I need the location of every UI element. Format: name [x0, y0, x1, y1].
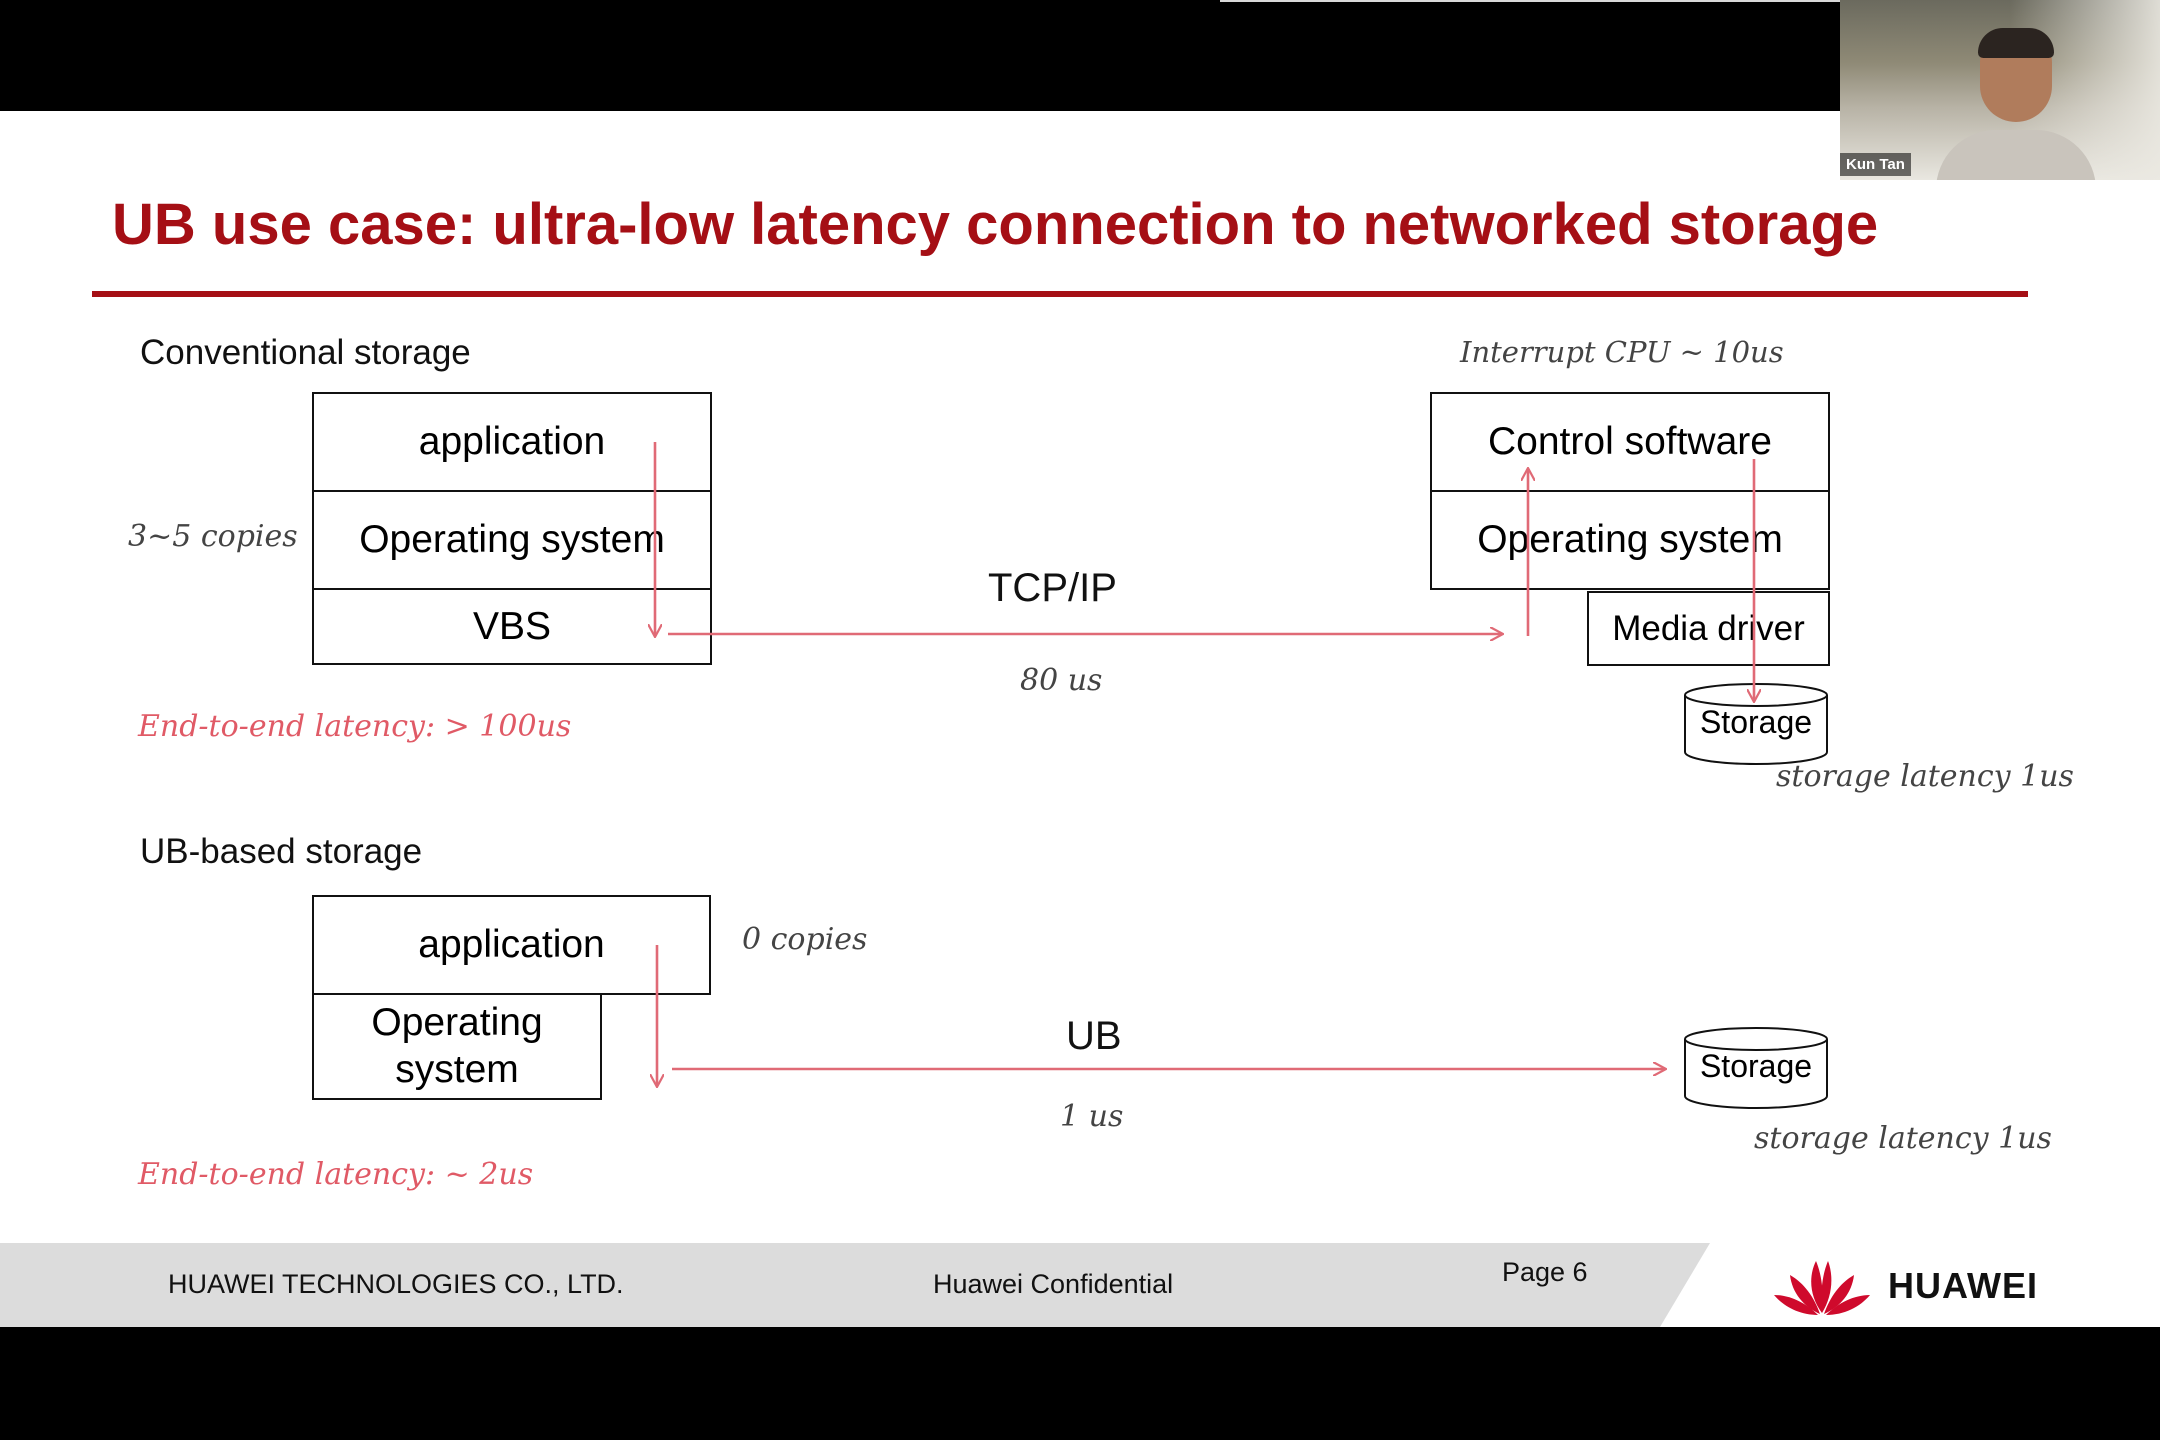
ub-end-to-end-latency: End-to-end latency: ~ 2us — [138, 1157, 534, 1192]
media-driver-label: Media driver — [1612, 608, 1805, 648]
footer-company: HUAWEI TECHNOLOGIES CO., LTD. — [168, 1269, 624, 1299]
ub-label: UB — [1066, 1014, 1122, 1058]
ub-application-label: application — [418, 923, 605, 966]
huawei-logo-text: HUAWEI — [1888, 1265, 2038, 1306]
footer-page-number: Page 6 — [1502, 1257, 1588, 1287]
client-application-label: application — [418, 420, 606, 463]
cylinder-icon — [1684, 1027, 1828, 1109]
annotation-arrows — [0, 442, 2160, 1327]
title-underline — [92, 291, 2028, 297]
zero-copies-note: 0 copies — [742, 922, 868, 957]
client-application-box: application — [312, 392, 712, 492]
share-border-line — [1220, 0, 1840, 2]
ub-os-box: Operating system — [312, 993, 602, 1100]
footer-confidential: Huawei Confidential — [933, 1269, 1174, 1299]
control-software-box: Control software — [1430, 392, 1830, 492]
client-os-box: Operating system — [312, 490, 712, 590]
copies-note: 3~5 copies — [128, 519, 298, 554]
conventional-storage-label: Storage — [1699, 704, 1813, 740]
conventional-storage-latency: storage latency 1us — [1776, 759, 2074, 794]
ub-os-label: Operating system — [371, 1000, 543, 1091]
ub-storage-label: Storage — [1699, 1048, 1813, 1084]
vbs-box: VBS — [312, 588, 712, 665]
screen-share-top-bar — [0, 0, 2160, 111]
tcpip-latency: 80 us — [1020, 663, 1103, 698]
participant-name-label: Kun Tan — [1840, 153, 1911, 176]
tcpip-label: TCP/IP — [988, 566, 1117, 610]
slide-footer: HUAWEI TECHNOLOGIES CO., LTD. Huawei Con… — [0, 1243, 2160, 1327]
ub-application-box: application — [312, 895, 711, 995]
conventional-heading: Conventional storage — [140, 333, 471, 372]
screen-share-bottom-bar — [0, 1327, 2160, 1440]
interrupt-note: Interrupt CPU ~ 10us — [1460, 335, 1784, 369]
media-driver-box: Media driver — [1587, 591, 1830, 666]
ub-storage-cylinder: Storage — [1683, 1026, 1829, 1111]
participant-hair — [1978, 28, 2054, 58]
client-os-label: Operating system — [359, 518, 665, 561]
presentation-slide: UB use case: ultra-low latency connectio… — [0, 111, 2160, 1327]
huawei-petals-icon — [1770, 1257, 1874, 1317]
ub-storage-latency: storage latency 1us — [1754, 1121, 2052, 1156]
participant-video-tile[interactable]: Kun Tan — [1840, 0, 2160, 180]
control-software-label: Control software — [1488, 420, 1772, 463]
conventional-end-to-end-latency: End-to-end latency: > 100us — [138, 709, 572, 744]
ub-heading: UB-based storage — [140, 832, 423, 871]
ub-latency: 1 us — [1060, 1099, 1124, 1134]
slide-title: UB use case: ultra-low latency connectio… — [112, 192, 1879, 257]
vbs-label: VBS — [472, 604, 552, 648]
footer-logo-panel — [1660, 1243, 2160, 1327]
